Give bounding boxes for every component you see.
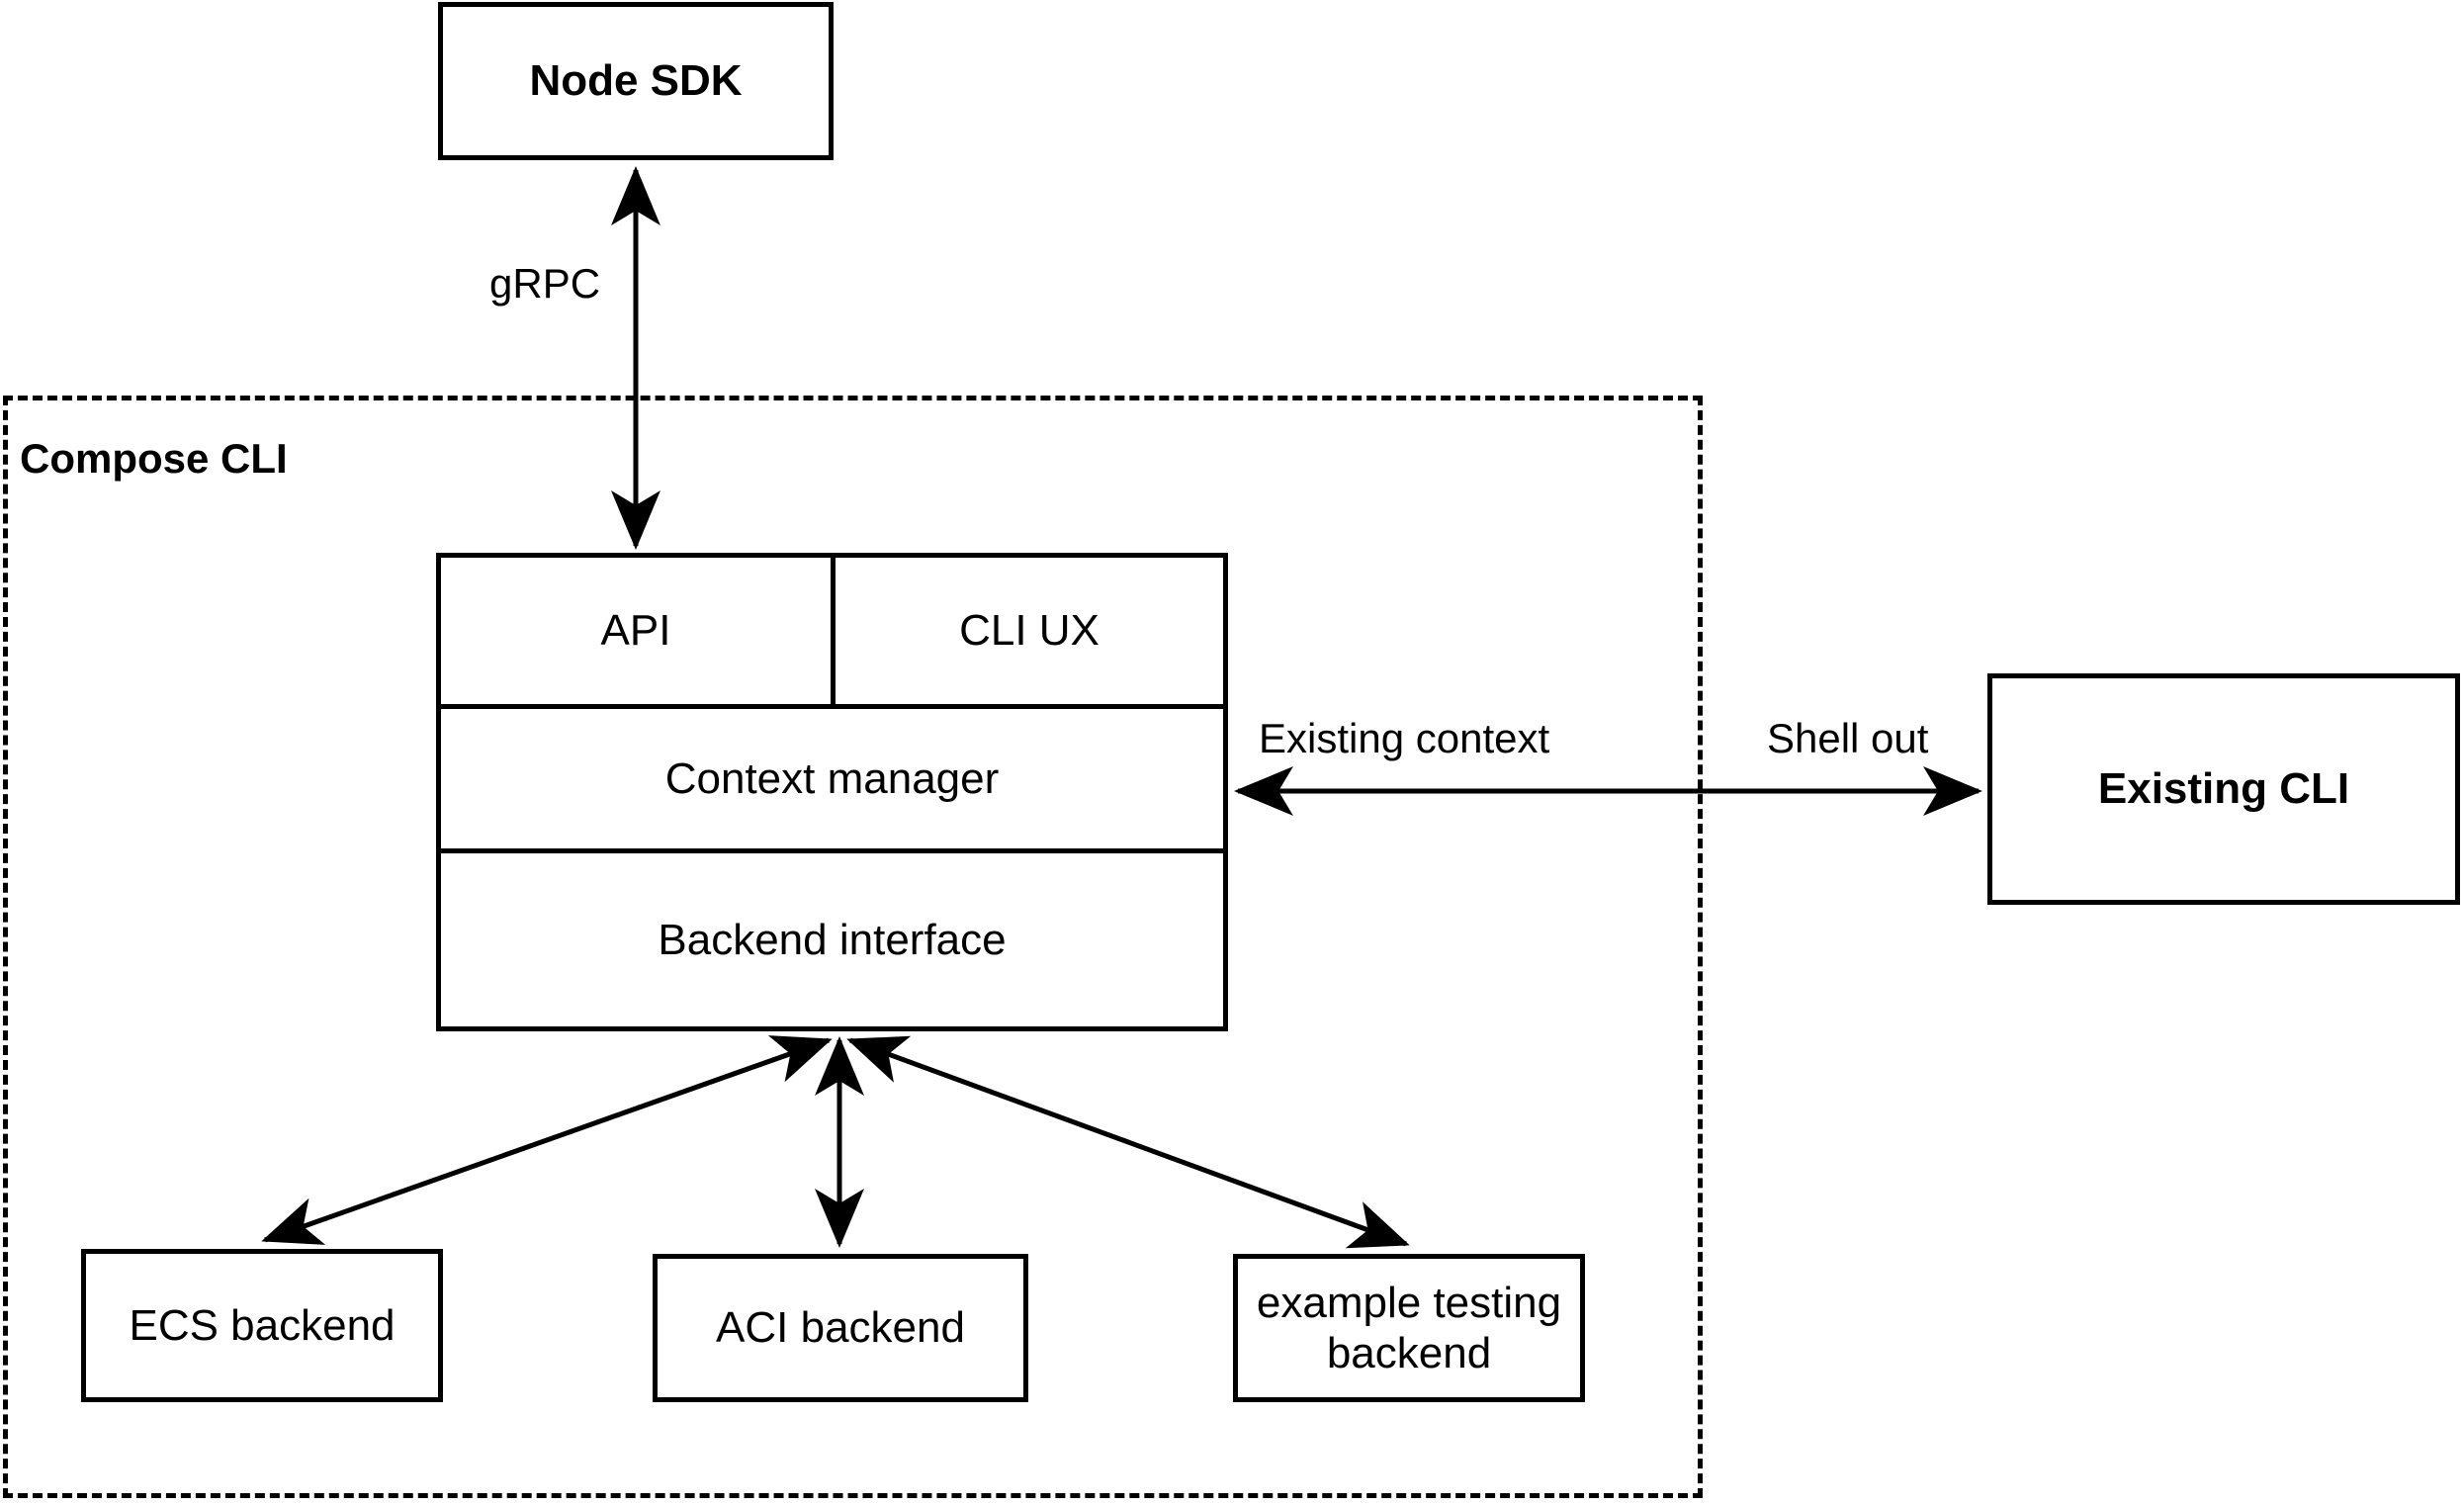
- node-ecs-backend-label: ECS backend: [129, 1300, 396, 1350]
- edge-to-ecs-line: [261, 1035, 833, 1245]
- group-compose-cli-label: Compose CLI: [20, 435, 288, 482]
- node-example-testing-backend-label: example testing backend: [1256, 1278, 1562, 1377]
- node-api-label: API: [600, 606, 671, 655]
- edge-label-existing-context: Existing context: [1259, 715, 1550, 761]
- node-existing-cli[interactable]: Existing CLI: [1987, 673, 2460, 905]
- node-node-sdk-label: Node SDK: [529, 56, 743, 106]
- edge-label-shell-out: Shell out: [1767, 715, 1929, 761]
- node-api[interactable]: API: [441, 558, 831, 704]
- edge-label-grpc: gRPC: [489, 260, 601, 307]
- node-cli-ux-label: CLI UX: [959, 606, 1100, 655]
- stack-divider-middle: [436, 848, 1228, 853]
- node-example-testing-backend[interactable]: example testing backend: [1233, 1254, 1585, 1402]
- edge-to-example-line: [846, 1035, 1410, 1249]
- node-aci-backend[interactable]: ACI backend: [653, 1254, 1028, 1402]
- node-backend-interface[interactable]: Backend interface: [441, 853, 1223, 1026]
- node-aci-backend-label: ACI backend: [716, 1303, 965, 1353]
- node-cli-ux[interactable]: CLI UX: [836, 558, 1223, 704]
- node-context-manager-label: Context manager: [664, 754, 1000, 803]
- stack-divider-vertical: [831, 553, 836, 709]
- node-context-manager[interactable]: Context manager: [441, 709, 1223, 848]
- node-ecs-backend[interactable]: ECS backend: [81, 1249, 443, 1402]
- node-node-sdk[interactable]: Node SDK: [438, 2, 834, 160]
- node-backend-interface-label: Backend interface: [658, 915, 1007, 964]
- node-compose-cli-stack: [436, 553, 1228, 1031]
- node-existing-cli-label: Existing CLI: [2097, 764, 2350, 814]
- group-compose-cli: [3, 396, 1703, 1498]
